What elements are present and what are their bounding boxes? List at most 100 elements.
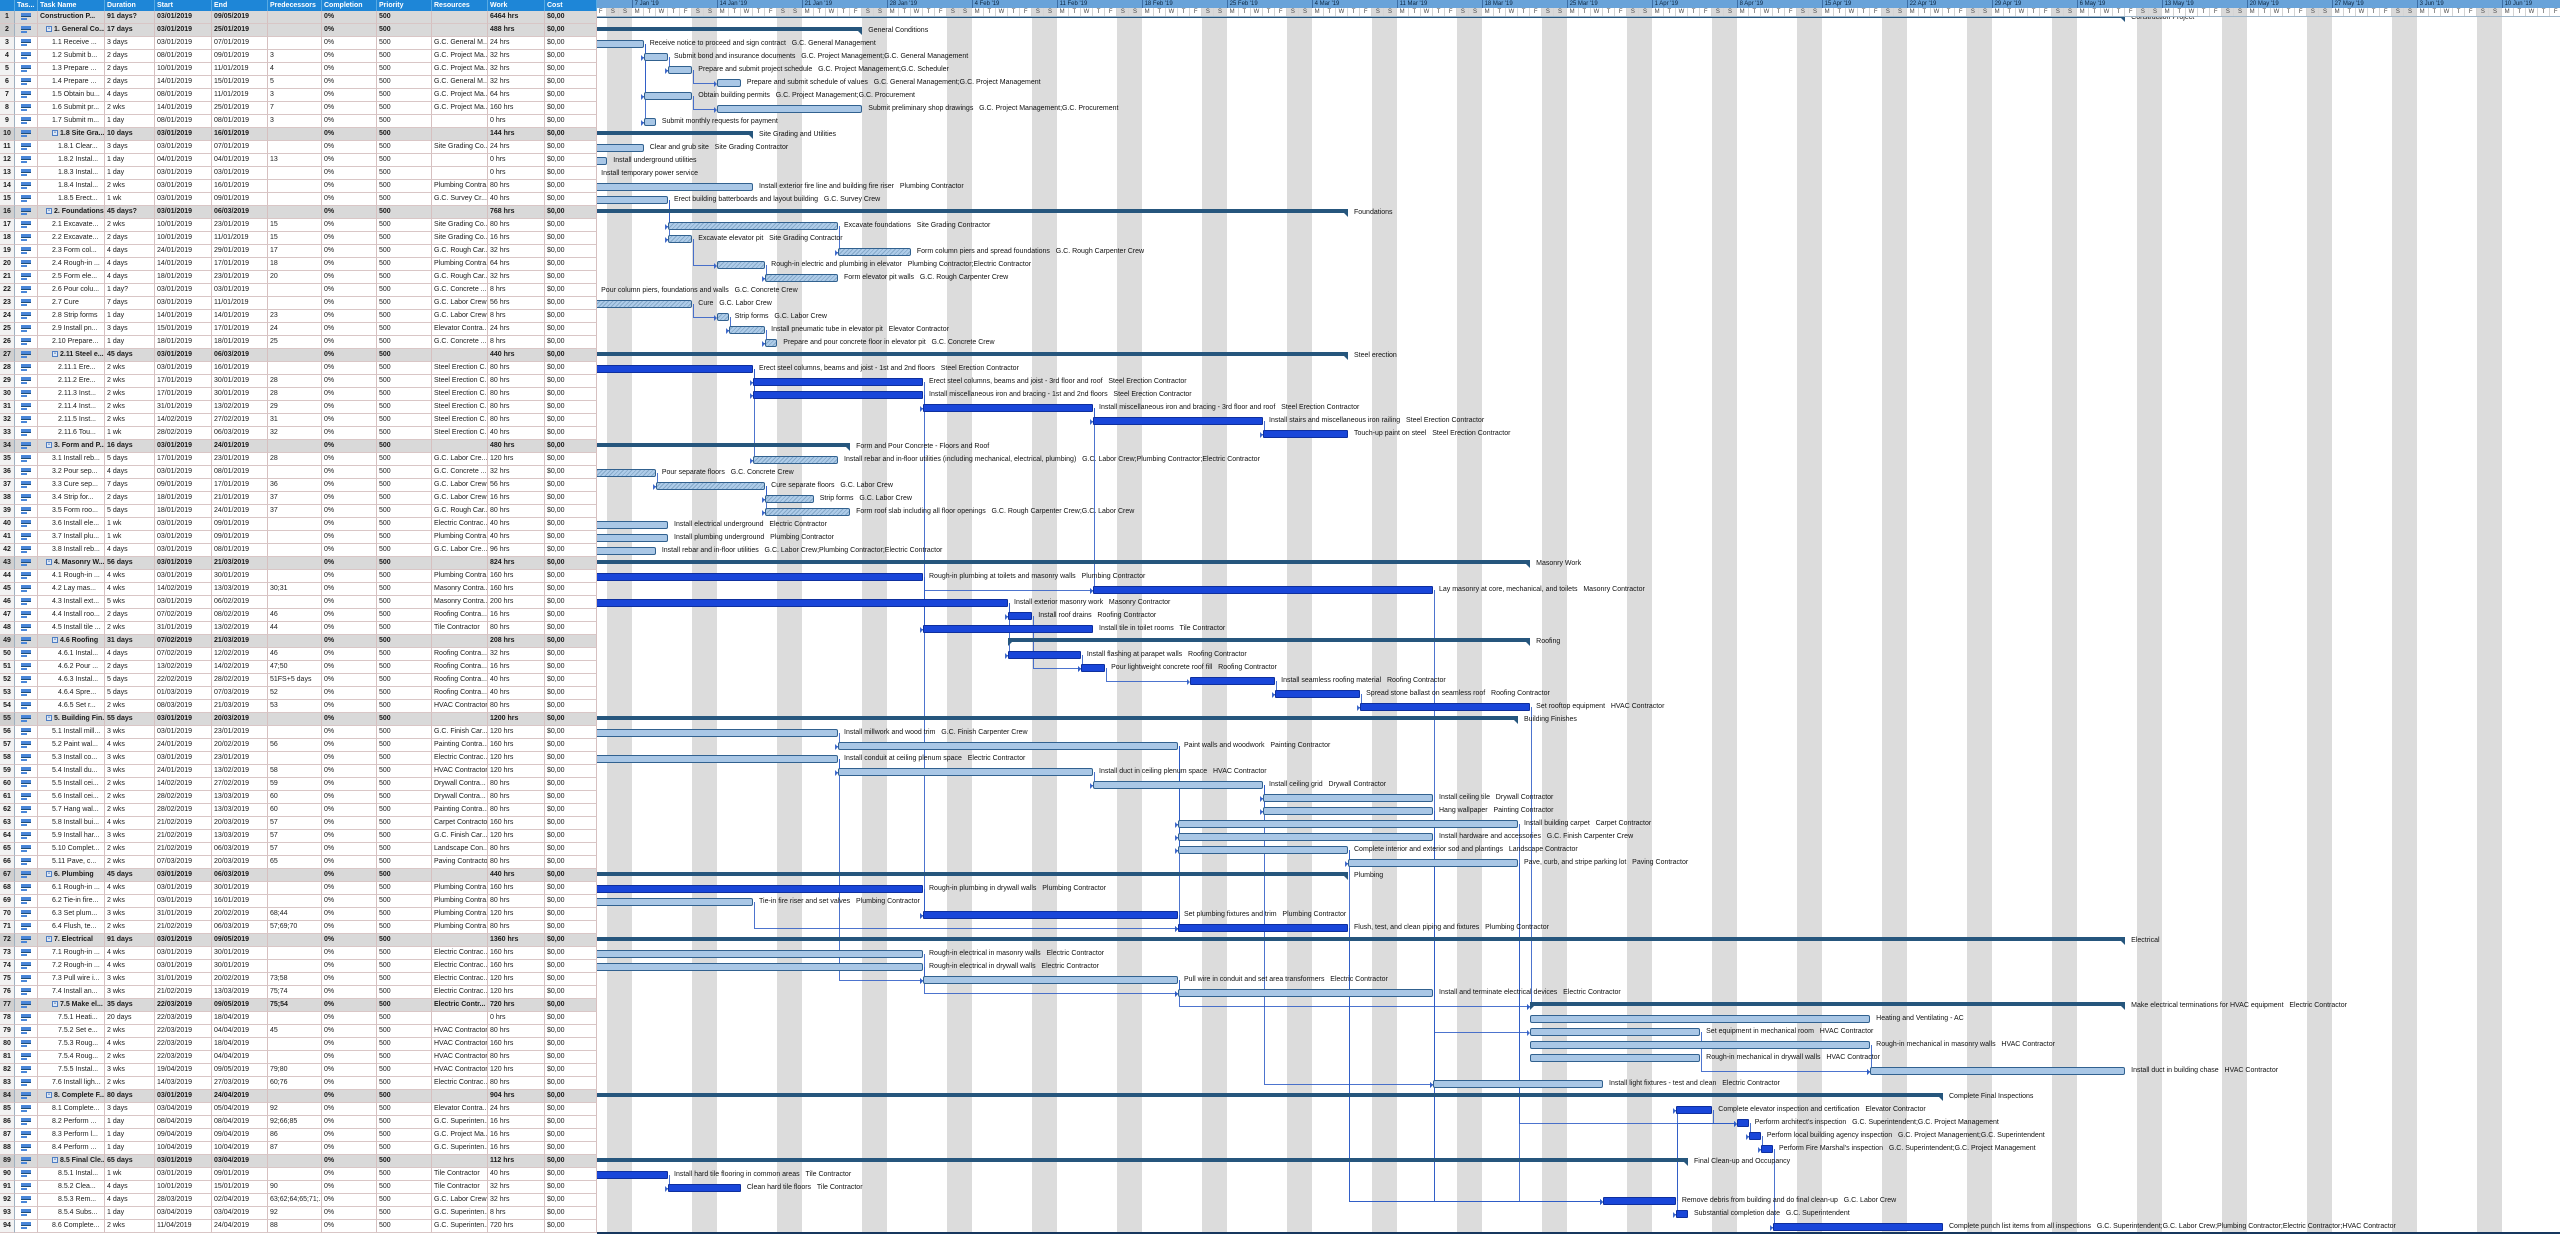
gantt-bar[interactable] <box>1603 1197 1676 1205</box>
task-name-cell[interactable]: 1.7 Submit m... <box>38 115 105 128</box>
task-name-cell[interactable]: 8.5.2 Clea... <box>38 1181 105 1194</box>
summary-bar[interactable] <box>597 560 1530 564</box>
collapse-icon[interactable]: - <box>46 715 52 721</box>
collapse-icon[interactable]: - <box>46 1092 52 1098</box>
gantt-bar[interactable] <box>597 599 1008 607</box>
timeline-week-label[interactable]: 18 Mar '19 <box>1482 0 1513 8</box>
gantt-bar[interactable] <box>597 521 668 529</box>
gantt-bar[interactable] <box>597 40 644 48</box>
task-name-cell[interactable]: -2. Foundations <box>38 206 105 219</box>
timeline-week-label[interactable]: 11 Mar '19 <box>1397 0 1428 8</box>
task-name-cell[interactable]: 2.11.4 Inst... <box>38 401 105 414</box>
gantt-bar[interactable] <box>1530 1015 1870 1023</box>
gantt-bar[interactable] <box>923 625 1093 633</box>
timeline-week-label[interactable]: 27 May '19 <box>2332 0 2364 8</box>
task-name-cell[interactable]: 3.8 Install reb... <box>38 544 105 557</box>
gantt-bar[interactable] <box>597 547 656 555</box>
task-name-cell[interactable]: 7.5.2 Set e... <box>38 1025 105 1038</box>
gantt-bar[interactable] <box>1081 664 1105 672</box>
task-name-cell[interactable]: 7.4 Install an... <box>38 986 105 999</box>
gantt-bar[interactable] <box>1530 1054 1700 1062</box>
task-name-cell[interactable]: 7.6 Install ligh... <box>38 1077 105 1090</box>
task-name-cell[interactable]: 8.4 Perform ... <box>38 1142 105 1155</box>
task-name-cell[interactable]: 3.1 Install reb... <box>38 453 105 466</box>
timeline-week-label[interactable]: 1 Apr '19 <box>1652 0 1679 8</box>
task-name-cell[interactable]: 4.6.2 Pour ... <box>38 661 105 674</box>
task-name-cell[interactable]: 5.8 Install bui... <box>38 817 105 830</box>
column-header-resources[interactable]: Resources <box>432 0 488 11</box>
task-name-cell[interactable]: -4.6 Roofing <box>38 635 105 648</box>
column-header-completion[interactable]: Completion <box>322 0 377 11</box>
summary-bar[interactable] <box>597 352 1348 356</box>
collapse-icon[interactable]: - <box>46 208 52 214</box>
gantt-bar[interactable] <box>1093 417 1263 425</box>
task-name-cell[interactable]: 8.1 Complete... <box>38 1103 105 1116</box>
gantt-bar[interactable] <box>1360 703 1530 711</box>
task-name-cell[interactable]: 1.1 Receive ... <box>38 37 105 50</box>
timeline-week-label[interactable]: 29 Apr '19 <box>1992 0 2022 8</box>
gantt-bar[interactable] <box>717 313 729 321</box>
collapse-icon[interactable]: - <box>52 1001 58 1007</box>
timeline-week-label[interactable]: 8 Apr '19 <box>1737 0 1764 8</box>
task-name-cell[interactable]: 4.2 Lay mas... <box>38 583 105 596</box>
timeline-week-label[interactable]: 25 Mar '19 <box>1567 0 1598 8</box>
gantt-bar[interactable] <box>1190 677 1275 685</box>
gantt-bar[interactable] <box>1008 651 1081 659</box>
task-name-cell[interactable]: 8.6 Complete... <box>38 1220 105 1233</box>
gantt-bar[interactable] <box>923 911 1178 919</box>
task-name-cell[interactable]: -1. General Co... <box>38 24 105 37</box>
gantt-bar[interactable] <box>1093 586 1433 594</box>
task-name-cell[interactable]: -1.8 Site Gra... <box>38 128 105 141</box>
task-name-cell[interactable]: 6.1 Rough-in ... <box>38 882 105 895</box>
task-name-cell[interactable]: 1.8.5 Erect... <box>38 193 105 206</box>
timeline-week-label[interactable]: 28 Jan '19 <box>887 0 918 8</box>
summary-bar[interactable] <box>597 443 850 447</box>
task-name-cell[interactable]: 3.5 Form roo... <box>38 505 105 518</box>
summary-bar[interactable] <box>1008 638 1530 642</box>
gantt-bar[interactable] <box>838 768 1093 776</box>
task-name-cell[interactable]: 5.10 Complet... <box>38 843 105 856</box>
task-name-cell[interactable]: -8. Complete F... <box>38 1090 105 1103</box>
summary-bar[interactable] <box>597 716 1518 720</box>
column-header-start[interactable]: Start <box>155 0 212 11</box>
collapse-icon[interactable]: - <box>46 442 52 448</box>
gantt-bar[interactable] <box>597 950 923 958</box>
column-header-predecessors[interactable]: Predecessors <box>268 0 322 11</box>
gantt-bar[interactable] <box>597 469 656 477</box>
column-header-num[interactable] <box>0 0 15 11</box>
gantt-bar[interactable] <box>1676 1210 1688 1218</box>
